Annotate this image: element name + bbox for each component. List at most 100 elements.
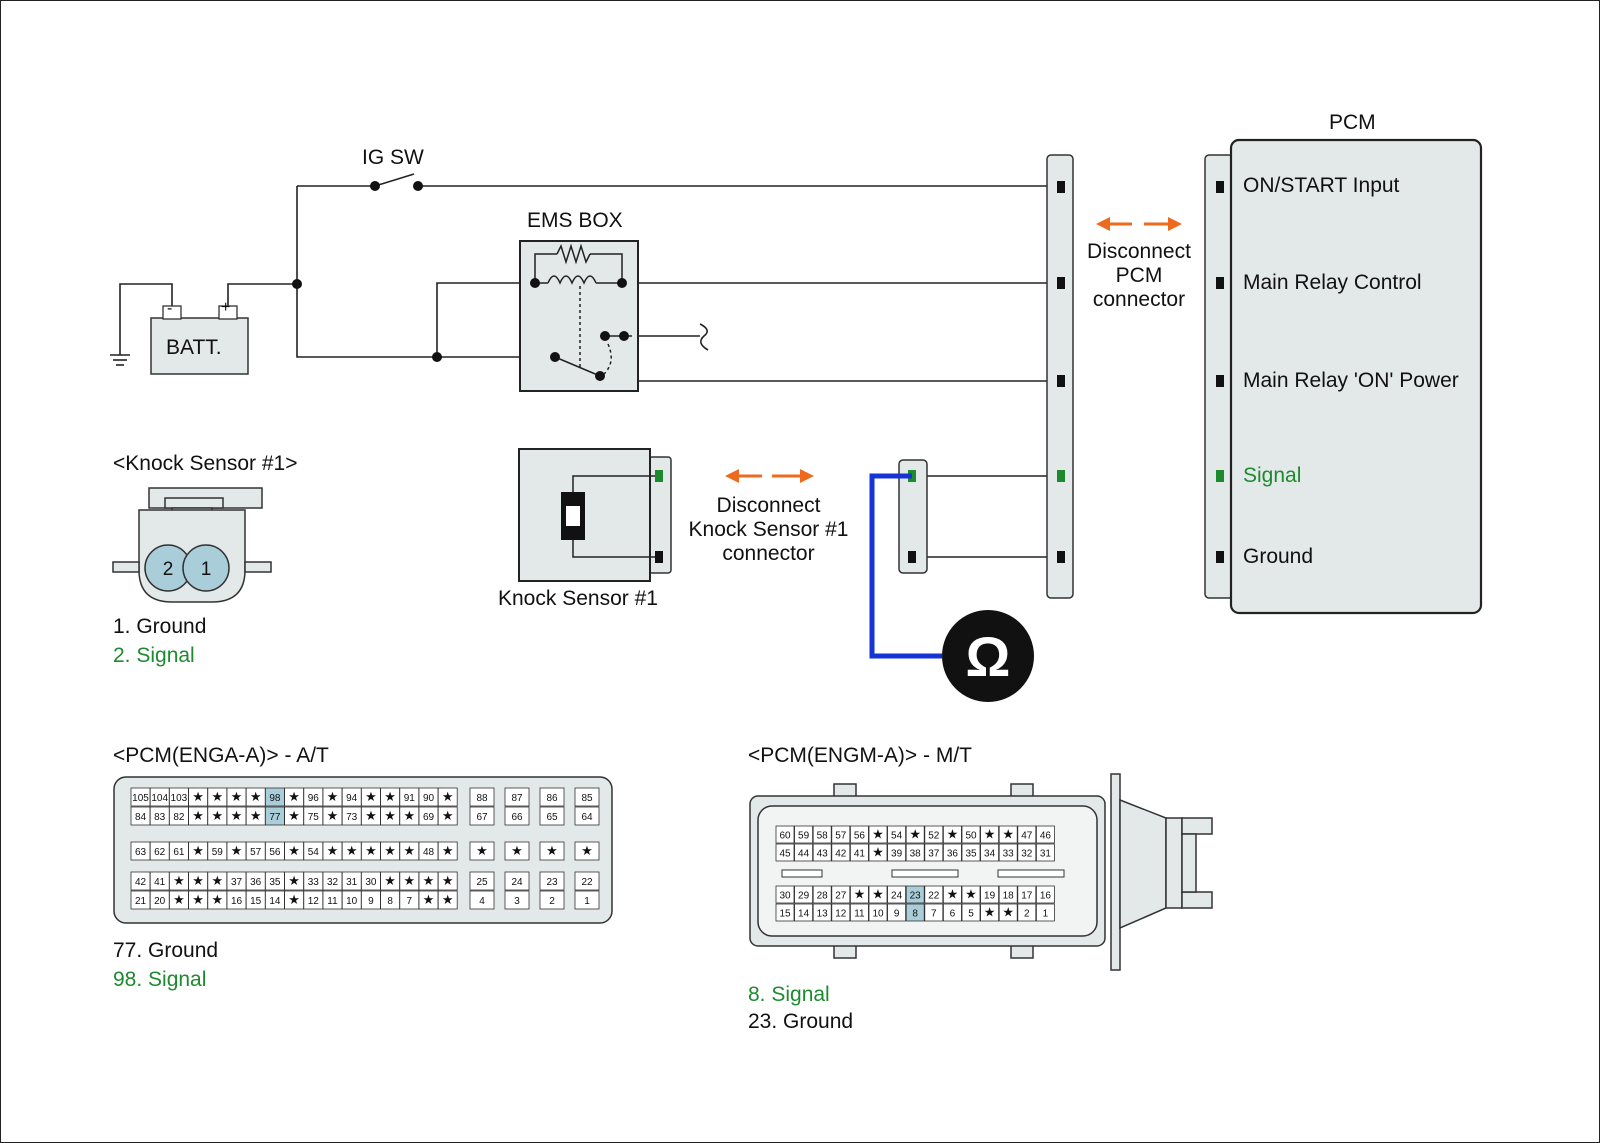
pin-label: 41 (154, 877, 166, 888)
pin-cell (924, 885, 944, 904)
pin-cell (794, 885, 813, 904)
pin-cell (961, 843, 981, 862)
pin-cell (980, 885, 999, 904)
pin-label: 42 (135, 877, 147, 888)
pin-cell (868, 903, 888, 922)
pin-cell (887, 903, 906, 922)
pin-label: ★ (403, 808, 415, 823)
pin-cell (1017, 825, 1037, 844)
pin-label: 62 (154, 847, 166, 858)
knock-sensor-label: Knock Sensor #1 (498, 587, 658, 610)
pin-label: 52 (928, 831, 940, 842)
pin-label: 34 (984, 849, 996, 860)
pin-cell (961, 825, 981, 844)
pin-label: 83 (154, 812, 166, 823)
pcm-at-legend-signal: 98. Signal (113, 968, 207, 991)
pin-cell (980, 903, 999, 922)
pin-cell (794, 825, 813, 844)
pin-label: ★ (288, 808, 300, 823)
pin-label: ★ (984, 827, 996, 842)
pin-label: 1 (584, 896, 590, 907)
pin-label: ★ (173, 873, 185, 888)
ems-box-label: EMS BOX (527, 209, 623, 232)
pin-cell (539, 806, 565, 826)
pin-label: 85 (581, 793, 593, 804)
pin-cell (469, 890, 495, 910)
knock-legend-ground: 1. Ground (113, 615, 207, 638)
pcm-harness-connector (1046, 154, 1074, 599)
pin-label: ★ (288, 789, 300, 804)
pin-label: 35 (965, 849, 977, 860)
pin-label: 22 (581, 877, 593, 888)
pin-cell (539, 841, 565, 861)
pin-label: 36 (947, 849, 959, 860)
pin-cell (775, 825, 795, 844)
pin-label: 19 (984, 891, 996, 902)
pin-label: 25 (476, 877, 488, 888)
pin-label: 67 (476, 812, 488, 823)
pcm-label: PCM (1329, 111, 1376, 134)
pin-cell (998, 825, 1018, 844)
pcm-mt-legend-signal: 8. Signal (748, 983, 830, 1006)
pcm-mt-title: <PCM(ENGM-A)> - M/T (748, 744, 972, 767)
pin-cell (831, 825, 851, 844)
pin-label: 66 (511, 812, 523, 823)
pin-cell (868, 825, 888, 844)
pin-label: 8 (912, 909, 918, 920)
pin-label: 41 (854, 849, 866, 860)
pin-cell (574, 787, 600, 807)
pin-label: ★ (211, 892, 223, 907)
pin-cell (924, 903, 944, 922)
pin-label: 65 (546, 812, 558, 823)
pin-label: 98 (269, 793, 281, 804)
pin-label: 31 (346, 877, 358, 888)
pin-cell (1017, 885, 1037, 904)
battery (150, 305, 249, 375)
pin-label: ★ (384, 843, 396, 858)
pin-label: 38 (910, 849, 922, 860)
pin-label: ★ (250, 789, 262, 804)
pin-cell (943, 903, 962, 922)
pin-label: 77 (269, 812, 281, 823)
pin-cell (574, 841, 600, 861)
pin-label: 12 (835, 909, 847, 920)
pin-label: 7 (407, 896, 413, 907)
pin-label: 90 (423, 793, 435, 804)
knock-pin-1: 1 (201, 559, 212, 580)
pin-label: 84 (135, 812, 147, 823)
pin-label: ★ (250, 808, 262, 823)
pin-label: ★ (403, 843, 415, 858)
pin-label: 36 (250, 877, 262, 888)
pin-label: 44 (798, 849, 810, 860)
pin-label: 37 (231, 877, 243, 888)
knock-connector-title: <Knock Sensor #1> (113, 452, 298, 475)
pcm-mt-legend-ground: 23. Ground (748, 1010, 854, 1033)
pin-label: 10 (872, 909, 884, 920)
pin-label: ★ (581, 843, 593, 858)
knock-sensor-component (518, 448, 672, 582)
pin-cell (794, 903, 813, 922)
pin-cell (905, 903, 925, 922)
pin-cell (469, 871, 495, 891)
pin-cell (504, 890, 530, 910)
pin-label: 86 (546, 793, 558, 804)
pin-label: 43 (817, 849, 829, 860)
pin-label: 73 (346, 812, 358, 823)
battery-plus-label: + (221, 299, 231, 316)
pin-label: 50 (965, 831, 977, 842)
pin-cell (1036, 885, 1055, 904)
pin-label: ★ (511, 843, 523, 858)
pin-label: ★ (947, 887, 959, 902)
pin-label: 3 (514, 896, 520, 907)
pin-label: ★ (288, 873, 300, 888)
pcm-at-title: <PCM(ENGA-A)> - A/T (113, 744, 329, 767)
pin-label: 33 (1003, 849, 1015, 860)
ohmmeter-leads (869, 473, 942, 659)
pin-label: ★ (872, 827, 884, 842)
pin-label: ★ (984, 905, 996, 920)
pin-label: 2 (549, 896, 555, 907)
pin-cell (574, 890, 600, 910)
pin-cell (998, 843, 1018, 862)
pin-cell (437, 841, 458, 861)
